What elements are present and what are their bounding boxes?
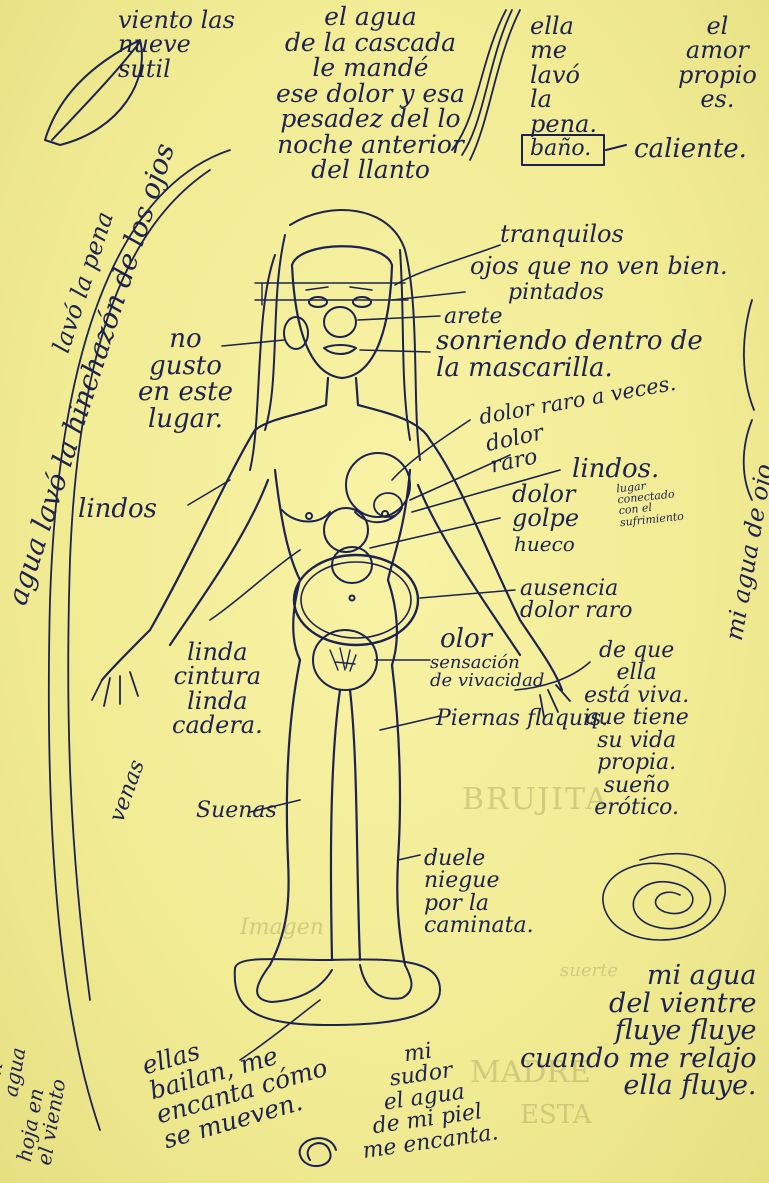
note-hueco: hueco	[514, 534, 575, 554]
note-lindos-right: lindos.	[572, 456, 659, 483]
note-ojos: ojos que no ven bien.	[470, 254, 728, 278]
note-viento: viento las nueve sutil	[118, 8, 235, 81]
note-caliente: caliente.	[634, 136, 747, 163]
note-bano: baño.	[530, 138, 591, 160]
note-olor: olor	[440, 626, 492, 653]
note-dolor-golpe: dolor golpe	[512, 482, 579, 531]
note-ella-lavo: ella me lavó la pena.	[530, 14, 597, 136]
note-lugar-conectado: lugar conectado con el sufrimiento	[616, 477, 685, 528]
note-amor: el amor propio es.	[678, 14, 757, 112]
note-sensacion: sensación de vivacidad	[430, 654, 544, 691]
note-cascada: el agua de la cascada le mandé ese dolor…	[276, 4, 465, 183]
note-pintados: pintados	[508, 282, 604, 304]
note-duele: duele niegue por la caminata.	[424, 848, 534, 938]
note-piernas: Piernas flaquis.	[436, 708, 608, 730]
note-linda: linda cintura linda cadera.	[172, 640, 263, 738]
note-mi-sudor: mi sudor el agua de mi piel me encanta.	[349, 1033, 500, 1163]
note-mi-agua: mi agua del vientre fluye fluye cuando m…	[520, 962, 757, 1100]
note-no-gusto: no gusto en este lugar.	[138, 326, 233, 432]
note-tranquilos: tranquilos	[500, 222, 624, 246]
note-lindos-left: lindos	[78, 496, 157, 523]
note-suenas: Suenas	[196, 800, 277, 822]
note-ausencia: ausencia dolor raro	[520, 578, 633, 623]
